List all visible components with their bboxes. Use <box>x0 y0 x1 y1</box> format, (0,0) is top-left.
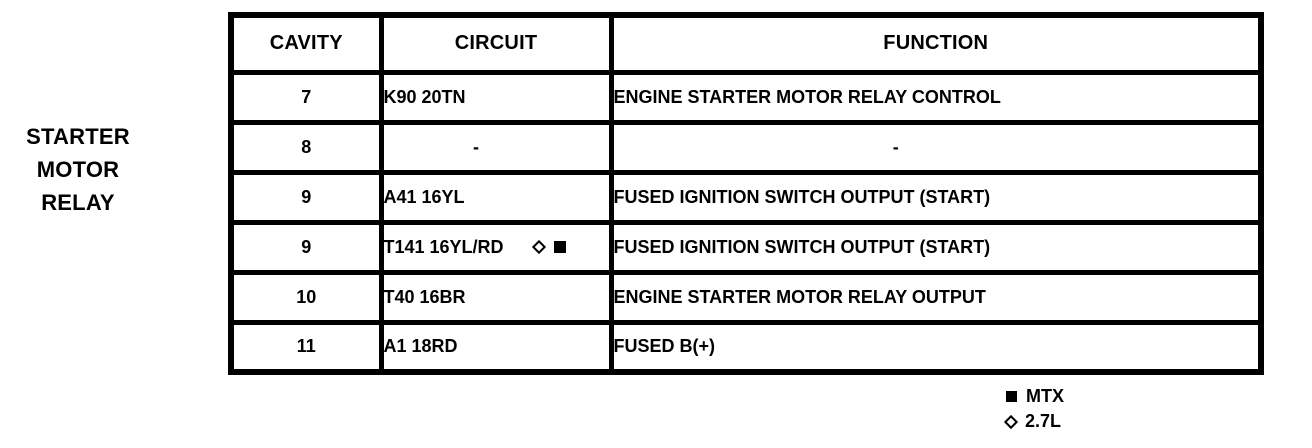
table-row: 10 T40 16BR ENGINE STARTER MOTOR RELAY O… <box>228 269 1264 325</box>
circuit-cell: A41 16YL <box>378 169 614 225</box>
column-header-function: FUNCTION <box>608 12 1264 75</box>
component-label-line: MOTOR <box>36 157 120 182</box>
function-cell: FUSED IGNITION SWITCH OUTPUT (START) <box>608 169 1264 225</box>
square-icon <box>1006 391 1017 402</box>
table-row: 9 A41 16YL FUSED IGNITION SWITCH OUTPUT … <box>228 169 1264 225</box>
legend-label: MTX <box>1026 386 1064 406</box>
cavity-cell: 8 <box>228 119 384 175</box>
table-row: 7 K90 20TN ENGINE STARTER MOTOR RELAY CO… <box>228 69 1264 125</box>
function-cell: ENGINE STARTER MOTOR RELAY CONTROL <box>608 69 1264 125</box>
table-row: 9 T141 16YL/RD FUSED IGNITION SWITCH OUT… <box>228 219 1264 275</box>
table-row: 8 - - <box>228 119 1264 175</box>
component-label: STARTER MOTOR RELAY <box>18 120 138 219</box>
legend-label: 2.7L <box>1025 411 1062 431</box>
diamond-icon <box>531 239 546 255</box>
table-row: 11 A1 18RD FUSED B(+) <box>228 319 1264 375</box>
legend-item: 2.7L <box>1003 409 1064 434</box>
circuit-cell: K90 20TN <box>378 69 614 125</box>
diamond-icon <box>1003 414 1019 429</box>
pinout-table: CAVITY CIRCUIT FUNCTION 7 K90 20TN ENGIN… <box>228 12 1264 375</box>
function-cell: FUSED B(+) <box>608 319 1264 375</box>
circuit-text: T141 16YL/RD <box>383 236 504 257</box>
legend: MTX 2.7L <box>1003 384 1064 434</box>
cavity-cell: 9 <box>228 219 384 275</box>
cavity-cell: 9 <box>228 169 384 225</box>
cavity-cell: 7 <box>228 69 384 125</box>
component-label-line: RELAY <box>41 190 115 215</box>
function-cell: ENGINE STARTER MOTOR RELAY OUTPUT <box>608 269 1264 325</box>
circuit-cell: - <box>378 119 614 175</box>
column-header-circuit: CIRCUIT <box>378 12 614 75</box>
column-header-cavity: CAVITY <box>228 12 384 75</box>
cavity-cell: 10 <box>228 269 384 325</box>
function-cell: FUSED IGNITION SWITCH OUTPUT (START) <box>608 219 1264 275</box>
circuit-cell: T40 16BR <box>378 269 614 325</box>
circuit-cell: A1 18RD <box>378 319 614 375</box>
square-icon <box>553 241 566 253</box>
component-label-line: STARTER <box>26 124 130 149</box>
legend-item: MTX <box>1006 384 1064 409</box>
function-cell: - <box>608 119 1264 175</box>
header-row: CAVITY CIRCUIT FUNCTION <box>228 12 1264 75</box>
cavity-cell: 11 <box>228 319 384 375</box>
circuit-cell: T141 16YL/RD <box>378 219 614 275</box>
